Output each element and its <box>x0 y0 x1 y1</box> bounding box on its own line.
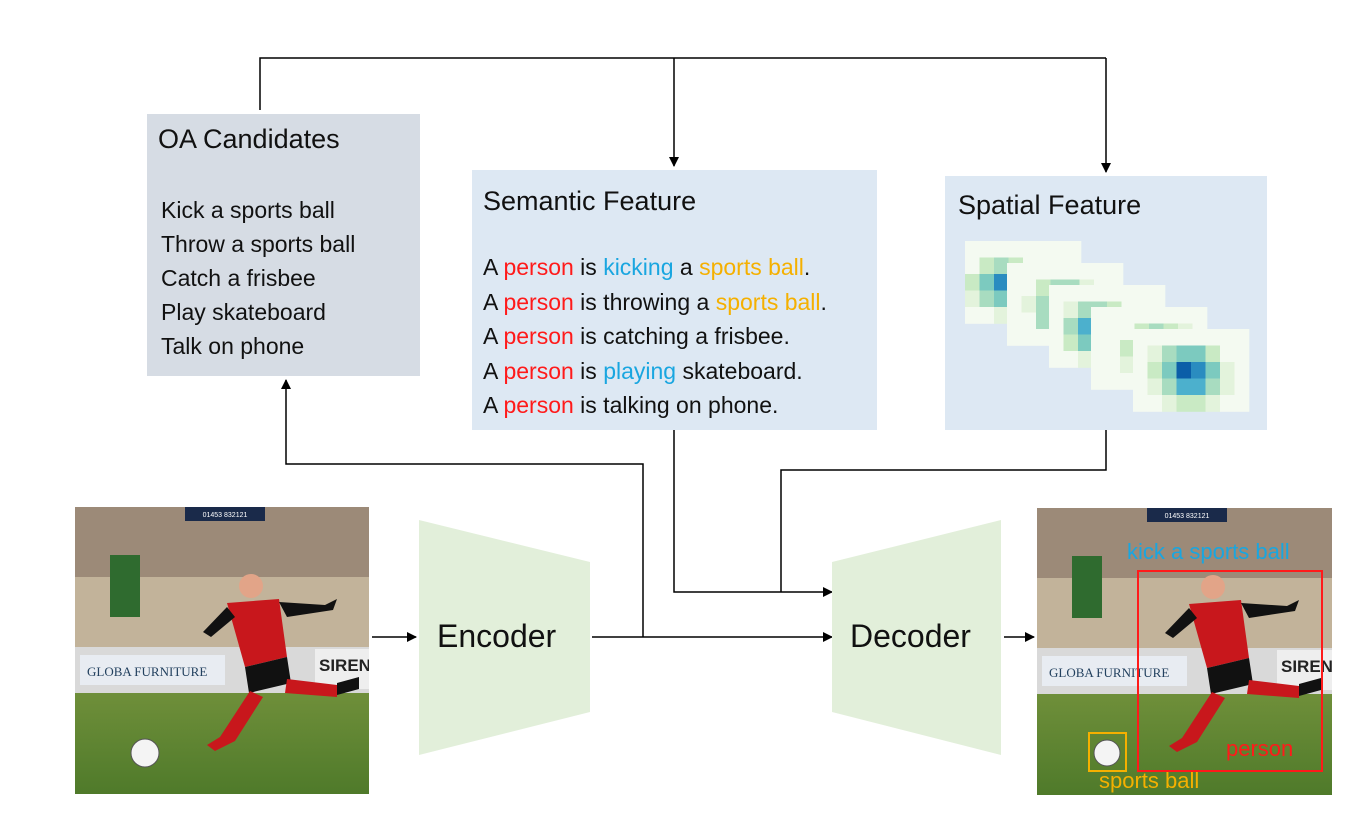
encoder-label: Encoder <box>437 618 557 654</box>
sentence-text: is talking on phone. <box>573 392 779 418</box>
sentence-text: skateboard. <box>676 357 803 384</box>
action-detection-label: kick a sports ball <box>1127 539 1290 564</box>
sentence-text: A <box>483 357 504 384</box>
oa-candidates-title: OA Candidates <box>158 124 340 154</box>
sentence-text: . <box>803 254 811 280</box>
sentence-text: is throwing a <box>573 288 716 315</box>
oa-candidate-item: Catch a frisbee <box>161 265 316 291</box>
semantic-sentence: A person is kicking a sports ball. <box>483 254 810 281</box>
sentence-text: A <box>483 254 504 280</box>
oa-candidate-item: Talk on phone <box>161 333 305 359</box>
highlight-obj: sports ball <box>715 288 821 315</box>
sentence-text: A <box>483 323 504 349</box>
semantic-sentence: A person is talking on phone. <box>483 392 778 419</box>
highlight-person: person <box>503 288 574 315</box>
input-banner-left: GLOBA FURNITURE <box>87 664 207 679</box>
input-banner-right: SIREN <box>319 656 369 675</box>
encoder-to-oa-connector <box>281 379 644 637</box>
person-detection-box <box>1137 570 1323 772</box>
output-banner-right: SIREN <box>1281 657 1332 676</box>
oa-to-features-connector <box>259 57 1106 110</box>
object-detection-label: sports ball <box>1099 768 1200 793</box>
semantic-sentence: A person is playing skateboard. <box>483 358 803 385</box>
sentence-text: is catching a frisbee. <box>573 323 790 349</box>
encoder-trapezoid <box>419 520 590 755</box>
highlight-person: person <box>503 254 574 280</box>
highlight-person: person <box>503 392 574 418</box>
semantic-feature-box: Semantic Feature A person is kicking a s… <box>472 170 877 430</box>
output-top-sign: 01453 832121 <box>1165 513 1210 520</box>
input-image: 01453 832121 GLOBA FURNITURE SIREN <box>75 507 369 794</box>
heatmap-grid <box>1133 329 1250 412</box>
highlight-verb: kicking <box>603 254 674 280</box>
output-banner-left: GLOBA FURNITURE <box>1049 665 1169 680</box>
spatial-to-decoder-connector <box>780 430 1107 592</box>
input-photo-scene: 01453 832121 GLOBA FURNITURE SIREN <box>75 507 369 794</box>
sentence-text: is <box>573 357 604 384</box>
sentence-text: is <box>573 254 604 280</box>
output-image: 01453 832121 GLOBA FURNITURE SIREN kick … <box>1037 508 1332 795</box>
person-detection-label: person <box>1226 736 1294 761</box>
ball-detection-box <box>1088 732 1127 772</box>
oa-candidate-item: Kick a sports ball <box>161 197 335 223</box>
decoder-label: Decoder <box>850 618 971 654</box>
semantic-feature-title: Semantic Feature <box>483 186 697 216</box>
highlight-person: person <box>503 357 574 384</box>
oa-candidate-item: Throw a sports ball <box>161 231 356 257</box>
semantic-sentence: A person is catching a frisbee. <box>483 323 790 350</box>
oa-candidate-item: Play skateboard <box>161 299 326 325</box>
spatial-heatmaps <box>965 241 1250 412</box>
sentence-text: . <box>820 288 827 315</box>
semantic-to-decoder-connector <box>673 430 833 597</box>
highlight-verb: playing <box>603 357 677 384</box>
oa-candidates-box: OA Candidates Kick a sports ball Throw a… <box>147 114 420 376</box>
sentence-text: A <box>483 288 504 315</box>
semantic-sentence: A person is throwing a sports ball. <box>483 289 827 316</box>
highlight-person: person <box>503 323 574 349</box>
green-bin <box>110 555 140 617</box>
input-top-sign: 01453 832121 <box>203 512 248 519</box>
output-photo-scene: 01453 832121 GLOBA FURNITURE SIREN <box>1037 508 1332 795</box>
sentence-text: A <box>483 392 504 418</box>
spatial-feature-box: Spatial Feature <box>945 176 1267 430</box>
spatial-feature-title: Spatial Feature <box>958 190 1142 220</box>
decoder-trapezoid <box>832 520 1001 755</box>
sentence-text: a <box>673 254 700 280</box>
highlight-obj: sports ball <box>699 254 804 280</box>
